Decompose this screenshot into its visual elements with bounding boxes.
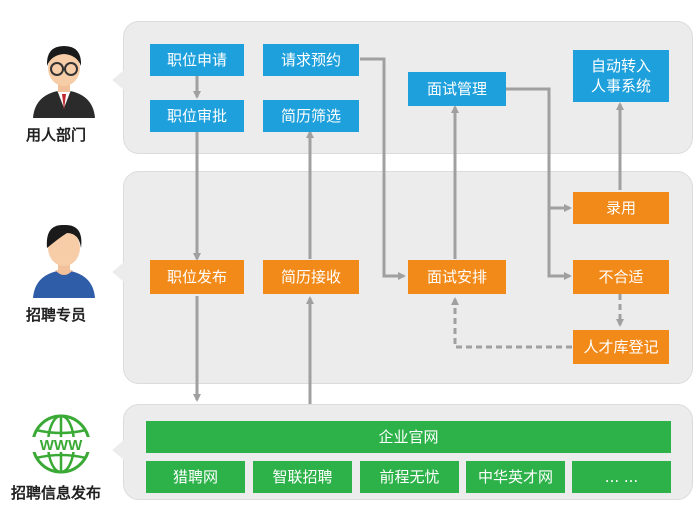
actor-department: 用人部门 bbox=[6, 38, 106, 148]
manager-avatar-icon bbox=[32, 46, 95, 118]
arrow-manage-hire bbox=[506, 87, 572, 212]
lane-recruiter-pointer bbox=[112, 262, 124, 282]
step-apply: 职位申请 bbox=[150, 44, 244, 76]
www-text: WWW bbox=[40, 437, 83, 454]
actor-department-label: 用人部门 bbox=[25, 126, 86, 144]
step-resume-screen: 简历筛选 bbox=[263, 100, 359, 132]
channel-site: 前程无忧 bbox=[360, 461, 459, 493]
actor-publish-label: 招聘信息发布 bbox=[10, 484, 101, 502]
globe-icon: WWW bbox=[25, 414, 97, 474]
actor-recruiter-label: 招聘专员 bbox=[25, 306, 86, 324]
step-auto-hr: 自动转入 人事系统 bbox=[573, 50, 669, 102]
step-interview-arrange: 面试安排 bbox=[408, 260, 506, 294]
step-reject: 不合适 bbox=[573, 260, 669, 294]
step-post-job: 职位发布 bbox=[150, 260, 244, 294]
lane-department-pointer bbox=[112, 70, 124, 90]
actor-publish: WWW 招聘信息发布 bbox=[6, 412, 106, 512]
step-talent-pool: 人才库登记 bbox=[573, 330, 669, 364]
channel-site: 中华英才网 bbox=[466, 461, 565, 493]
channel-site: 猎聘网 bbox=[146, 461, 245, 493]
recruiter-avatar-icon bbox=[32, 224, 95, 298]
step-approve: 职位审批 bbox=[150, 100, 244, 132]
step-interview-manage: 面试管理 bbox=[408, 72, 506, 106]
arrow-manage-reject bbox=[547, 208, 572, 280]
channel-site: 智联招聘 bbox=[253, 461, 352, 493]
arrow-pool-arrange bbox=[451, 297, 572, 349]
actor-recruiter: 招聘专员 bbox=[6, 218, 106, 328]
step-resume-receive: 简历接收 bbox=[263, 260, 359, 294]
arrow-request-arrange bbox=[360, 57, 406, 280]
channel-official-site: 企业官网 bbox=[146, 421, 671, 453]
channel-site-more: ... ... bbox=[572, 461, 671, 493]
step-request-interview: 请求预约 bbox=[263, 44, 359, 76]
lane-publish-pointer bbox=[112, 440, 124, 460]
step-hire: 录用 bbox=[573, 192, 669, 224]
